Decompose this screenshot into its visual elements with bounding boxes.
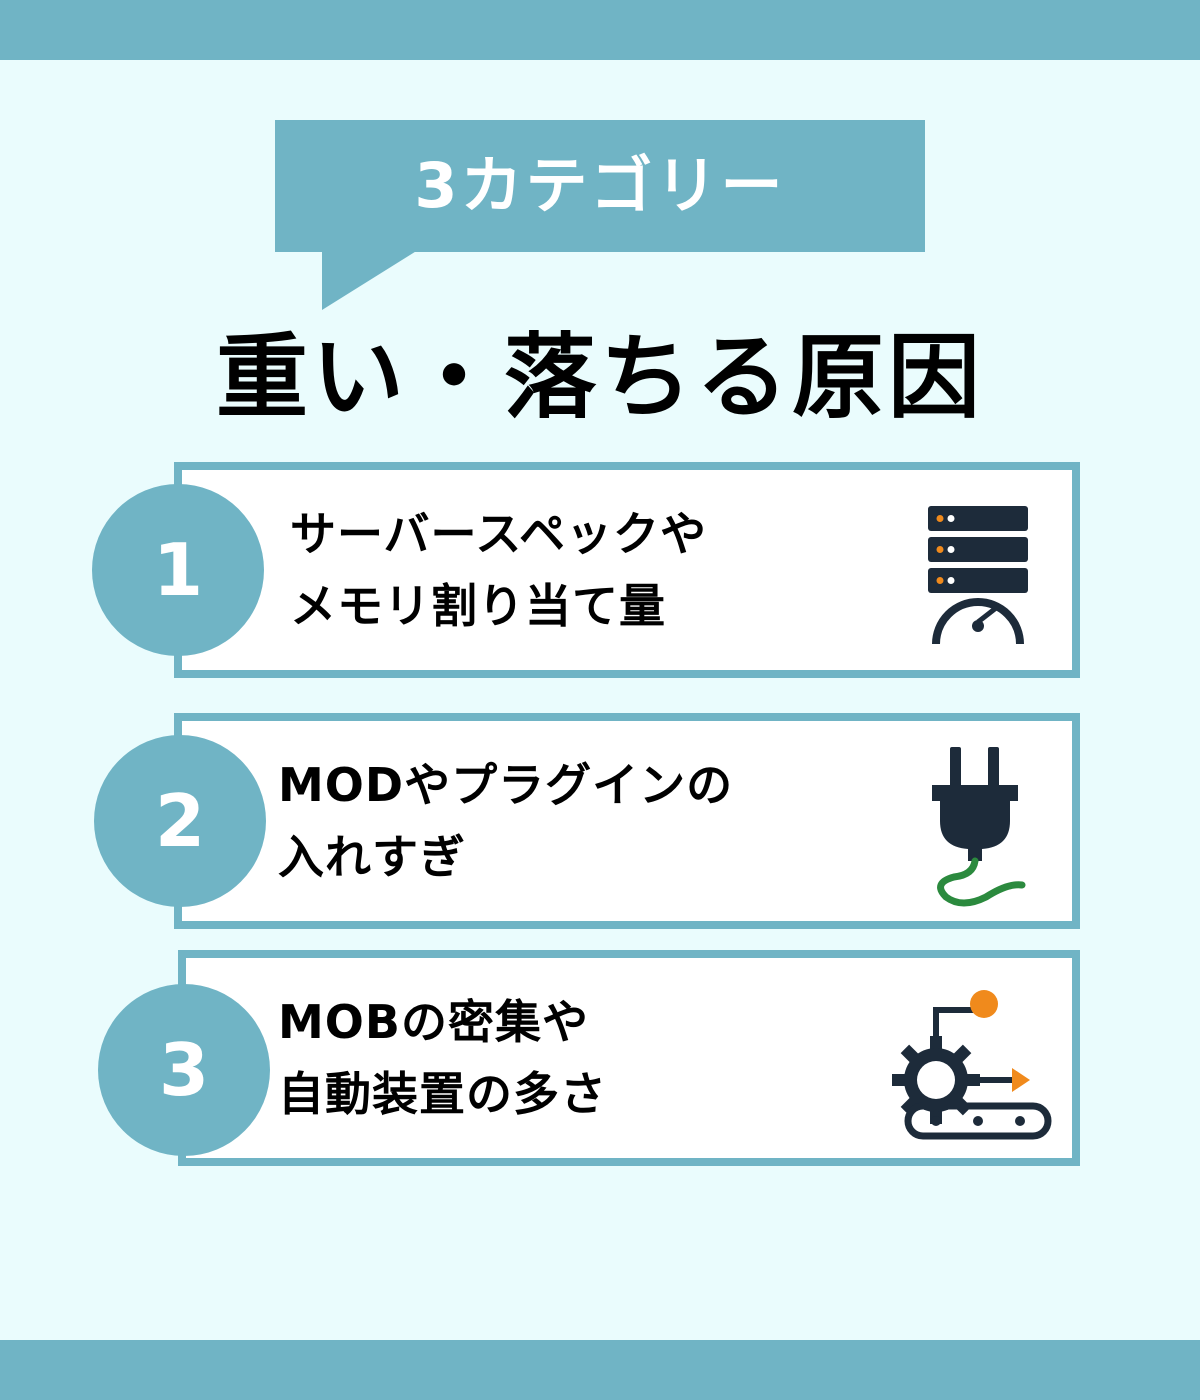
category-speech-bubble: 3カテゴリー (275, 120, 925, 252)
top-band (0, 0, 1200, 60)
cause-text-3: MOBの密集や 自動装置の多さ (278, 986, 607, 1130)
cause-text-2: MODやプラグインの 入れすぎ (278, 749, 733, 893)
cause-line: サーバースペックや (290, 507, 708, 561)
cause-number-1: 1 (92, 484, 264, 656)
gear-conveyor-icon (892, 990, 1052, 1140)
cause-line: MODやプラグインの (278, 758, 734, 812)
cause-line: メモリ割り当て量 (290, 579, 666, 633)
cause-card-1: サーバースペックや メモリ割り当て量 1 (92, 462, 1080, 678)
category-badge: 3カテゴリー (414, 149, 786, 222)
cause-number-3: 3 (98, 984, 270, 1156)
cause-number-2: 2 (94, 735, 266, 907)
bottom-band (0, 1340, 1200, 1400)
cause-card-3: MOBの密集や 自動装置の多さ 3 (98, 950, 1080, 1166)
server-speed-icon (928, 506, 1028, 645)
cause-line: MOBの密集や (278, 995, 589, 1049)
page-title: 重い・落ちる原因 (215, 324, 984, 431)
cause-text-1: サーバースペックや メモリ割り当て量 (290, 498, 707, 642)
plug-icon (932, 747, 1026, 907)
speech-bubble-tail (322, 250, 418, 310)
cause-line: 入れすぎ (278, 830, 466, 884)
cause-line: 自動装置の多さ (278, 1067, 607, 1121)
cause-card-2: MODやプラグインの 入れすぎ 2 (94, 713, 1080, 929)
